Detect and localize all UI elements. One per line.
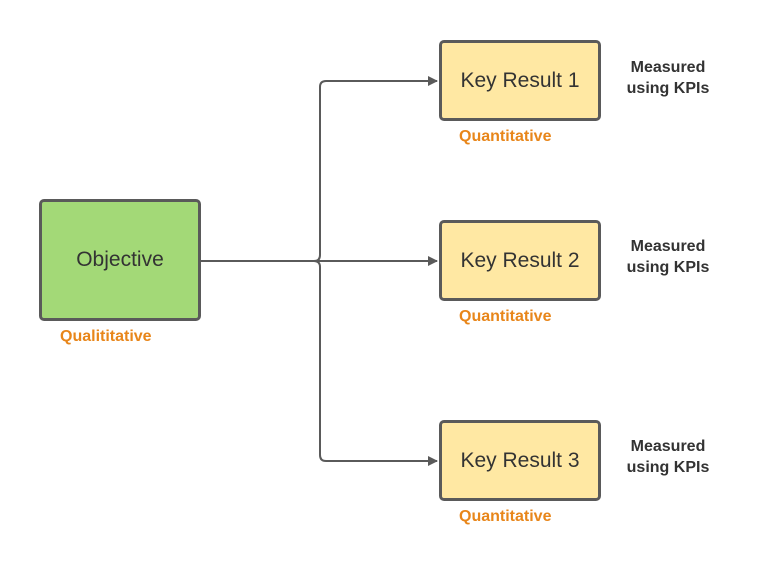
objective-box: Objective xyxy=(39,199,201,321)
key-result-1-note: Measured using KPIs xyxy=(613,57,723,99)
key-result-1-note-line2: using KPIs xyxy=(626,80,710,97)
key-result-2-note: Measured using KPIs xyxy=(613,236,723,278)
key-result-3-note: Measured using KPIs xyxy=(613,436,723,478)
objective-tag: Qualititative xyxy=(60,328,152,345)
key-result-2-note-line2: using KPIs xyxy=(626,259,710,276)
key-result-3-note-line1: Measured xyxy=(630,438,706,455)
connector-objective-to-key-result-3 xyxy=(313,260,438,466)
key-result-3-label: Key Result 3 xyxy=(460,448,580,472)
objective-label: Objective xyxy=(76,248,164,271)
key-result-2-box: Key Result 2 xyxy=(439,220,601,301)
key-result-2-tag: Quantitative xyxy=(459,308,552,325)
key-result-2-note-line1: Measured xyxy=(630,238,706,255)
key-result-2-label: Key Result 2 xyxy=(460,248,580,272)
key-result-1-box: Key Result 1 xyxy=(439,40,601,121)
key-result-3-box: Key Result 3 xyxy=(439,420,601,501)
key-result-3-tag: Quantitative xyxy=(459,508,552,525)
key-result-1-label: Key Result 1 xyxy=(460,68,580,92)
key-result-1-note-line1: Measured xyxy=(630,59,706,76)
key-result-1-tag: Quantitative xyxy=(459,128,552,145)
key-result-3-note-line2: using KPIs xyxy=(626,459,710,476)
connector-objective-to-key-result-1 xyxy=(313,76,438,262)
